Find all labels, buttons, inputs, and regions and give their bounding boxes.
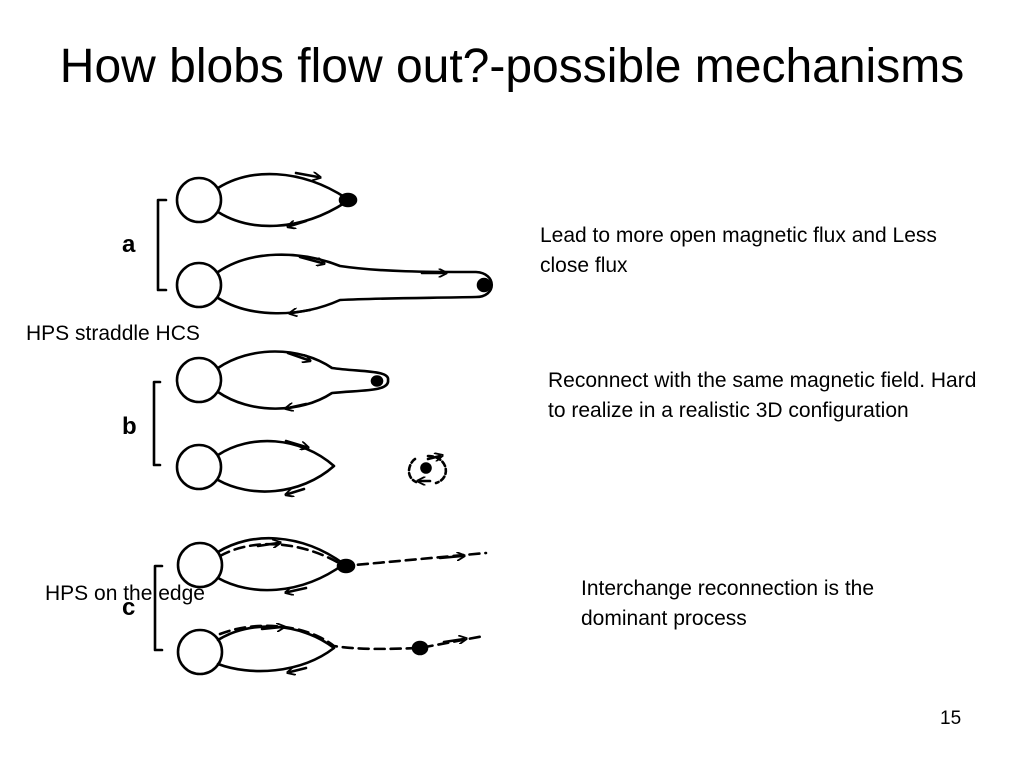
panel-c-bottom-arrow: [442, 639, 464, 642]
panel-b-top-loop: [216, 350, 390, 410]
panel-b-bottom-arrow: [288, 487, 306, 494]
panel-c-top-sun: [176, 541, 224, 589]
panel-b-plasmoid-arrow: [426, 456, 440, 459]
panel-c-top-arrow: [288, 588, 308, 592]
panel-b-top-arrow: [286, 351, 308, 360]
panel-a-bottom-arrow: [292, 310, 312, 313]
panel-a-top-arrow: [294, 173, 318, 177]
panel-b-note: Reconnect with the same magnetic field. …: [548, 369, 977, 422]
panel-c-label: c: [122, 594, 135, 621]
panel-b-top-blob: [370, 375, 384, 387]
panel-a-bottom-blob: [476, 277, 492, 293]
panel-c-top-loop: [216, 536, 346, 592]
panel-b-plasmoid-blob: [420, 462, 432, 474]
panel-c-bottom-loop: [216, 625, 336, 673]
panel-c-top-arrow: [256, 543, 278, 546]
panel-a-bottom-sun: [175, 261, 223, 309]
panel-c-bottom-arrow: [290, 668, 308, 672]
panel-c-top-open-field: [218, 542, 488, 568]
panel-a-bottom-arrow: [298, 255, 322, 263]
panel-a-top-sun: [175, 176, 223, 224]
panel-c-note: Interchange reconnection is the dominant…: [581, 577, 875, 630]
panel-c-top-arrow: [438, 556, 462, 558]
panel-b-bracket: [152, 380, 162, 467]
panel-a-top-lower-loop: [216, 200, 348, 228]
panel-b-label: b: [122, 413, 137, 440]
panel-c-top-blob: [336, 558, 356, 574]
panel-b-bottom-arrow: [284, 439, 306, 447]
panel-a-top-blob: [338, 192, 358, 208]
panel-a-bracket: [156, 198, 168, 292]
panel-c-bottom-sun: [176, 628, 224, 676]
panel-b-bottom-loop: [216, 439, 336, 493]
panel-b-top-arrow: [288, 404, 308, 408]
panel-a-top-arrow: [290, 219, 308, 226]
panel-c-bottom-blob: [411, 640, 429, 656]
panel-a-note: Lead to more open magnetic flux and Less…: [540, 224, 937, 277]
panel-a-bottom-upper-loop: [216, 253, 493, 315]
panel-b-top-sun: [175, 356, 223, 404]
panel-a-top-upper-loop: [216, 172, 348, 200]
panel-b-bottom-sun: [175, 443, 223, 491]
panel-c-bracket: [153, 564, 164, 652]
hps-edge-label: HPS on the edge: [45, 582, 205, 605]
slide-number: 15: [940, 708, 962, 729]
panel-c-bottom-open-field: [218, 624, 486, 651]
slide-title: How blobs flow out?-possible mechanisms: [59, 40, 965, 93]
panel-c-bottom-arrow: [260, 627, 282, 629]
hps-straddle-label: HPS straddle HCS: [26, 322, 200, 345]
panel-a-label: a: [122, 231, 136, 258]
